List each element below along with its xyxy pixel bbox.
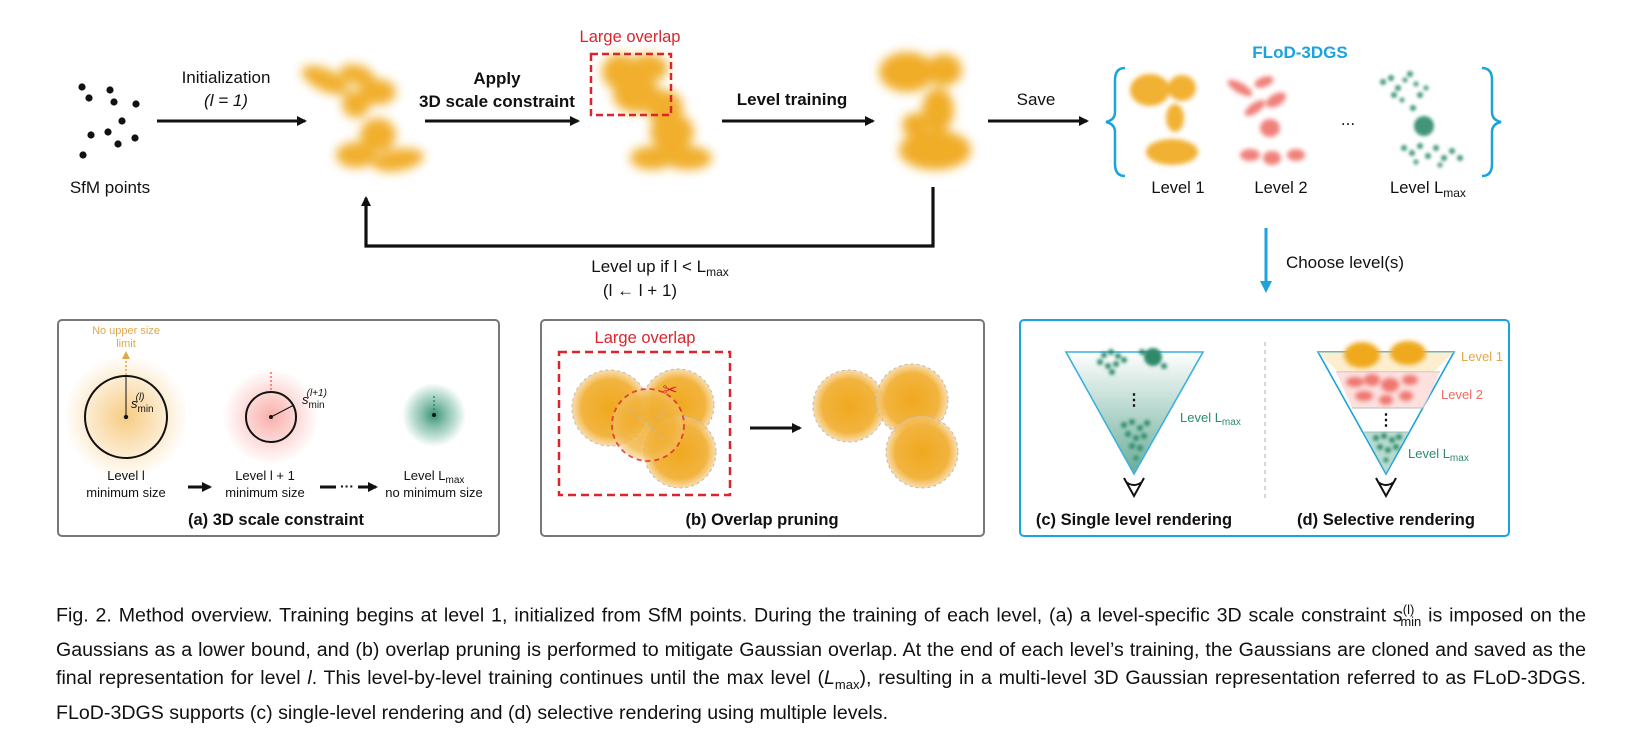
- panel-a-frame: [57, 319, 500, 537]
- level-l-min-label: minimum size: [86, 485, 165, 500]
- flod-level2-label: Level 2: [1254, 179, 1307, 197]
- level-l-center: [123, 414, 129, 420]
- panel-b-frame: [540, 319, 985, 537]
- cone-d-level2-label: Level 2: [1441, 387, 1483, 402]
- level-lmax-min-label: no minimum size: [385, 485, 483, 500]
- cone-c-level-label: Level Lmax: [1180, 410, 1241, 428]
- panel-cd-frame: [1019, 319, 1510, 537]
- cone-c-vdots: ⋮: [1126, 392, 1142, 409]
- level-l1-label: Level l + 1: [235, 468, 295, 483]
- large-overlap-label-b: Large overlap: [595, 329, 696, 347]
- eye-icon-c: [1123, 477, 1145, 499]
- init-level-label: (l = 1): [204, 91, 248, 110]
- trained-gaussians: [879, 52, 971, 170]
- level-ellipsis: ...: [1341, 110, 1355, 129]
- cone-d-levelmax-label: Level Lmax: [1408, 446, 1469, 464]
- eye-icon-d: [1375, 477, 1397, 499]
- level-l-label: Level l: [107, 468, 145, 483]
- smin-l1-label: smin(l+1): [302, 388, 327, 411]
- large-overlap-box-top: [589, 52, 673, 117]
- cone-d-level1-band: [1318, 341, 1454, 372]
- level-lmax-center: [432, 413, 436, 417]
- cone-d-levelmax-band: [1364, 432, 1408, 474]
- no-upper-limit-label-2: limit: [116, 338, 136, 350]
- sfm-points: [78, 83, 140, 159]
- flod-level1-label: Level 1: [1151, 179, 1204, 197]
- level-training-label: Level training: [737, 90, 848, 109]
- level-up-loop: [361, 187, 935, 248]
- cone-d-level1-label: Level 1: [1461, 349, 1503, 364]
- smin-l-label: smin(l): [131, 392, 154, 415]
- apply-label: Apply: [473, 69, 521, 88]
- scissor-icon: ✂: [662, 380, 677, 401]
- overlapping-gaussians: [571, 368, 717, 489]
- level-l1-min-circle: [245, 391, 297, 443]
- flod-levelmax-label: Level Lmax: [1390, 179, 1466, 200]
- choose-level-label: Choose level(s): [1286, 253, 1404, 272]
- cone-c-gaussians: [1097, 348, 1167, 461]
- level-l1-min-label: minimum size: [225, 485, 304, 500]
- left-brace: [1105, 66, 1126, 178]
- no-upper-limit-label: No upper size: [92, 325, 160, 337]
- panel-a-dots: ···: [340, 478, 354, 494]
- method-overview-figure: SfM points Initialization (l = 1) Apply …: [57, 28, 1510, 537]
- panel-d-caption: (d) Selective rendering: [1297, 511, 1475, 529]
- cone-d-level2-band: [1336, 372, 1440, 408]
- levelmax-gaussians: [1380, 71, 1463, 168]
- save-label: Save: [1017, 90, 1056, 109]
- figure-caption: Fig. 2. Method overview. Training begins…: [56, 602, 1586, 725]
- level-l1-radius: [270, 404, 295, 418]
- large-overlap-label-top: Large overlap: [580, 28, 681, 46]
- level2-gaussians: [1227, 76, 1305, 165]
- flod-title: FLoD-3DGS: [1252, 43, 1347, 62]
- sfm-label: SfM points: [70, 178, 150, 197]
- large-overlap-box-b: [557, 350, 732, 497]
- panel-a-caption: (a) 3D scale constraint: [188, 511, 365, 529]
- pruned-gaussians: [812, 363, 959, 489]
- right-brace: [1481, 66, 1502, 178]
- single-level-cone: [1064, 351, 1205, 476]
- panel-c-caption: (c) Single level rendering: [1036, 511, 1232, 529]
- cone-d-vdots: ⋮: [1378, 412, 1394, 429]
- level-up-label: Level up if l < Lmax: [591, 257, 729, 279]
- initial-gaussians: [301, 64, 424, 172]
- init-label: Initialization: [182, 68, 271, 87]
- panel-b-caption: (b) Overlap pruning: [685, 511, 838, 529]
- apply-constraint-label: 3D scale constraint: [419, 92, 575, 111]
- level-increment-label: (l ← l + 1): [603, 281, 677, 300]
- level1-gaussians: [1130, 74, 1198, 165]
- level-lmax-label: Level Lmax: [404, 468, 465, 486]
- constrained-gaussians: [602, 54, 712, 170]
